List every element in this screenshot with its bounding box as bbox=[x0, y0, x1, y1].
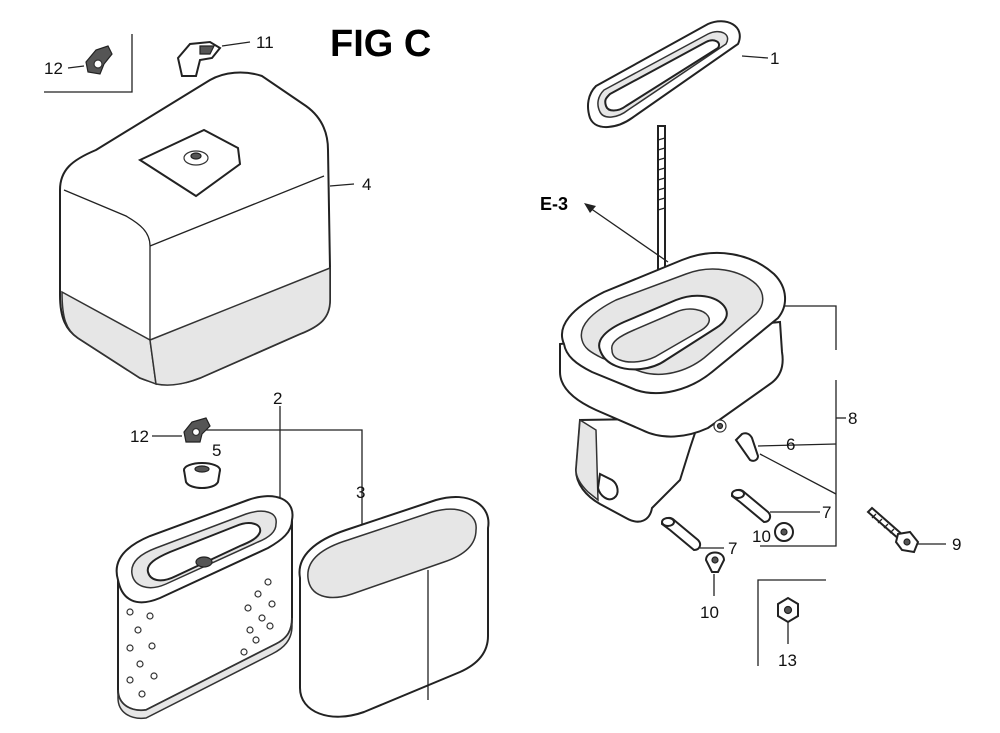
inset-frame-bottom-right bbox=[757, 579, 826, 666]
air-cleaner-case-part-8 bbox=[559, 251, 786, 523]
callout-10-lower: 10 bbox=[700, 603, 719, 622]
figure-title: FIG C bbox=[330, 23, 431, 65]
callout-7-lower: 7 bbox=[728, 539, 737, 558]
bracket-leader-3 bbox=[206, 429, 363, 528]
leader-9-diag bbox=[759, 453, 837, 495]
callout-4: 4 bbox=[362, 175, 371, 194]
callout-1: 1 bbox=[770, 49, 779, 68]
bracket-8-side bbox=[760, 380, 837, 547]
air-filter-element-part-2 bbox=[115, 495, 294, 720]
reference-e3: E-3 bbox=[540, 194, 568, 214]
leader-4 bbox=[329, 183, 355, 187]
reference-arrow-line bbox=[589, 207, 669, 263]
gasket-part-1 bbox=[587, 20, 741, 128]
leader-12-top bbox=[67, 65, 85, 69]
callout-10-right: 10 bbox=[752, 527, 771, 546]
inset-frame-top-left bbox=[44, 34, 133, 93]
nut-part-10-lower bbox=[704, 551, 726, 573]
nut-part-13 bbox=[777, 596, 799, 624]
pin-part-6 bbox=[734, 432, 760, 462]
collar-part-7-lower bbox=[660, 516, 702, 552]
callout-6: 6 bbox=[786, 435, 795, 454]
clip-part-11 bbox=[176, 40, 222, 77]
leader-6 bbox=[757, 443, 837, 447]
callout-13: 13 bbox=[778, 651, 797, 670]
callout-9: 9 bbox=[952, 535, 961, 554]
callout-12-lower: 12 bbox=[130, 427, 149, 446]
leader-1 bbox=[741, 55, 769, 59]
collar-part-7-upper bbox=[730, 488, 772, 524]
callout-8: 8 bbox=[848, 409, 857, 428]
bracket-8-top bbox=[784, 305, 837, 350]
bolt-part-9 bbox=[866, 506, 920, 554]
callout-3: 3 bbox=[356, 483, 365, 502]
wing-nut-part-12-top bbox=[85, 45, 113, 75]
nut-part-10-right bbox=[774, 522, 794, 542]
air-cleaner-cover-part-4 bbox=[59, 71, 331, 386]
reference-arrow-head bbox=[584, 203, 596, 213]
callout-11: 11 bbox=[256, 33, 274, 52]
leader-11 bbox=[221, 41, 251, 47]
callout-2: 2 bbox=[273, 389, 282, 408]
callout-7-upper: 7 bbox=[822, 503, 831, 522]
callout-12-top: 12 bbox=[44, 59, 63, 78]
callout-5: 5 bbox=[212, 441, 221, 460]
grommet-part-5 bbox=[183, 462, 221, 489]
pre-filter-part-3 bbox=[298, 495, 490, 718]
